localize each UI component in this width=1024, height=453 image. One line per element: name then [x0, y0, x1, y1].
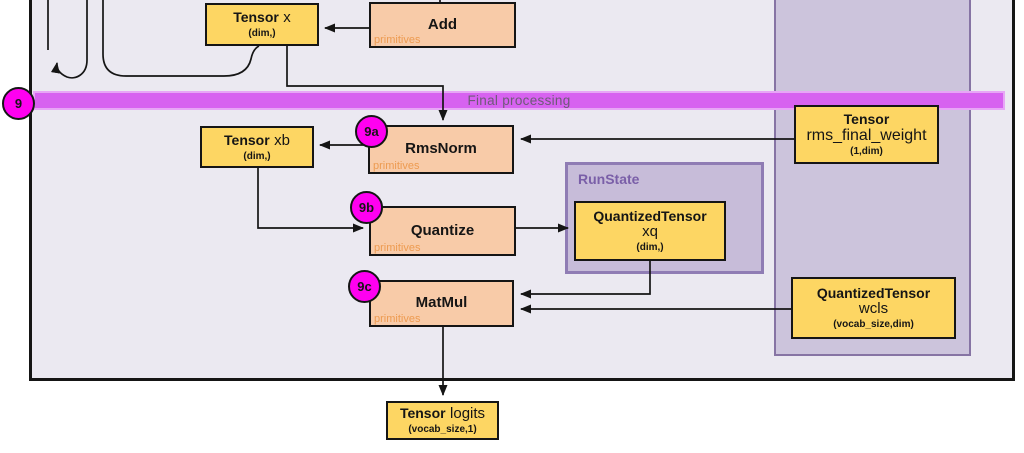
step-9a-label: 9a — [364, 124, 379, 139]
node-tensor-logits: Tensor logits (vocab_size,1) — [386, 401, 499, 440]
rms-final-weight-name: rms_final_weight — [806, 127, 927, 145]
wcls-title: QuantizedTensor — [816, 284, 931, 301]
wcls-name: wcls — [858, 300, 889, 318]
rmsnorm-primitives-tag: primitives — [373, 159, 420, 172]
node-xq: QuantizedTensor xq (dim,) — [574, 201, 726, 261]
matmul-primitives-tag: primitives — [374, 312, 421, 325]
xq-name: xq — [642, 223, 658, 241]
step-9b-label: 9b — [358, 200, 375, 215]
node-rms-final-weight: Tensor rms_final_weight (1,dim) — [794, 105, 939, 164]
node-quantize: Quantize primitives — [369, 206, 516, 256]
rms-final-weight-dims: (1,dim) — [850, 146, 883, 158]
xq-dims: (dim,) — [636, 242, 664, 254]
runstate-label: RunState — [578, 171, 640, 187]
step-badge-9: 9 — [2, 87, 35, 120]
add-primitives-tag: primitives — [374, 33, 421, 46]
loop-back-arrow — [50, 0, 88, 79]
arrow-tensor-x-to-rmsnorm — [286, 46, 448, 121]
xq-title: QuantizedTensor — [593, 207, 707, 224]
logits-name: logits — [450, 405, 486, 423]
tensor-xb-title: Tensor — [224, 131, 270, 148]
node-rmsnorm: RmsNorm primitives — [368, 125, 514, 174]
add-label: Add — [427, 15, 458, 33]
tensor-xb-name: xb — [274, 131, 290, 149]
tensor-x-name: x — [283, 9, 291, 27]
logits-title: Tensor — [399, 405, 446, 422]
matmul-label: MatMul — [415, 294, 468, 312]
rms-final-weight-title: Tensor — [843, 110, 890, 127]
wcls-dims: (vocab_size,dim) — [833, 319, 914, 331]
logits-dims: (vocab_size,1) — [408, 424, 477, 436]
node-tensor-x: Tensor x (dim,) — [205, 3, 319, 46]
rmsnorm-label: RmsNorm — [405, 140, 477, 158]
arrow-xq-to-matmul — [520, 261, 651, 299]
quantize-primitives-tag: primitives — [374, 241, 421, 254]
tensor-x-title: Tensor — [233, 9, 279, 26]
tensor-x-dims: (dim,) — [248, 28, 276, 40]
step-badge-9a: 9a — [355, 115, 388, 148]
step-badge-9b: 9b — [350, 191, 383, 224]
tensor-xb-dims: (dim,) — [243, 150, 271, 162]
step-9c-label: 9c — [357, 279, 372, 294]
arrow-tensor-xb-to-quantize — [257, 168, 364, 233]
node-wcls: QuantizedTensor wcls (vocab_size,dim) — [791, 277, 956, 339]
quantize-label: Quantize — [410, 221, 475, 239]
node-tensor-xb: Tensor xb (dim,) — [200, 126, 314, 168]
final-processing-band: Final processing — [33, 91, 1005, 110]
final-processing-label: Final processing — [467, 93, 571, 108]
step-9-label: 9 — [14, 96, 23, 111]
node-add: Add primitives — [369, 2, 516, 48]
residual-curve — [102, 0, 260, 77]
node-matmul: MatMul primitives — [369, 280, 514, 327]
step-badge-9c: 9c — [348, 270, 381, 303]
